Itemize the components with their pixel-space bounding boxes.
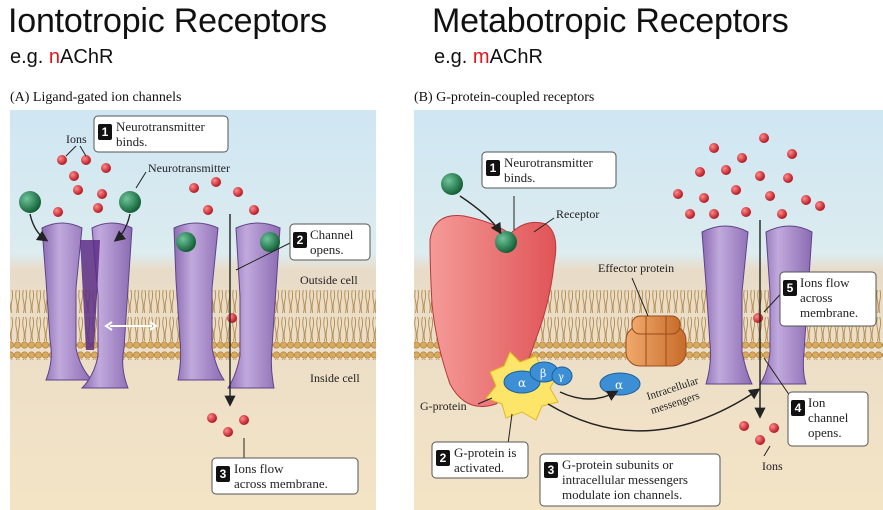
right-sub-rest: AChR xyxy=(489,46,543,68)
right-callout-4-line1: Ion xyxy=(808,395,826,410)
right-callout-2-line2: activated. xyxy=(454,460,504,475)
gamma-label: γ xyxy=(558,372,564,383)
left-panel-label: (A) Ligand-gated ion channels xyxy=(10,90,182,105)
right-subtitle: e.g. mAChR xyxy=(434,46,543,69)
left-subtitle: e.g. nAChR xyxy=(10,46,113,69)
left-ions xyxy=(53,155,259,437)
left-callout-3-line2: across membrane. xyxy=(234,476,328,491)
right-callout-5-num: 5 xyxy=(787,281,794,295)
right-callout-5-line3: membrane. xyxy=(800,305,858,320)
right-callout-4-line2: channel xyxy=(808,410,849,425)
left-callout-3: 3 Ions flow across membrane. xyxy=(211,457,359,495)
right-callout-2: 2 G-protein is activated. xyxy=(431,441,529,479)
right-panel: α β γ α xyxy=(414,110,883,510)
left-callout-1-num: 1 xyxy=(102,125,109,139)
right-callout-2-num: 2 xyxy=(440,451,447,465)
right-callout-4-num: 4 xyxy=(795,401,802,415)
right-title: Metabotropic Receptors xyxy=(432,2,789,40)
right-sub-prefix: e.g. xyxy=(434,46,473,68)
left-sub-rest: AChR xyxy=(60,46,114,68)
right-arrows xyxy=(459,195,791,457)
free-alpha-subunit: α xyxy=(599,372,641,396)
right-callout-1: 1 Neurotransmitter binds. xyxy=(481,151,617,189)
left-panel: Ions Neurotransmitter Outside cell Insid… xyxy=(10,110,376,510)
effector-protein xyxy=(625,315,687,367)
label-ions-right: Ions xyxy=(762,459,783,473)
right-callout-1-line2: binds. xyxy=(504,170,535,185)
right-callout-4-line3: opens. xyxy=(808,425,842,440)
left-callout-2: 2 Channel opens. xyxy=(289,223,371,261)
right-callout-5: 5 Ions flow across membrane. xyxy=(779,271,877,327)
right-panel-label: (B) G-protein-coupled receptors xyxy=(414,90,595,105)
left-callout-1-line2: binds. xyxy=(116,134,147,149)
left-ligands xyxy=(19,191,280,252)
right-callout-2-line1: G-protein is xyxy=(454,445,516,460)
left-callout-1-line1: Neurotransmitter xyxy=(116,119,205,134)
label-inside-cell: Inside cell xyxy=(310,371,360,385)
open-channel xyxy=(173,222,281,389)
alpha-label-free: α xyxy=(615,378,623,392)
label-outside-cell: Outside cell xyxy=(300,273,358,287)
left-callout-3-line1: Ions flow xyxy=(234,461,284,476)
right-callout-3-line2: intracellular messengers xyxy=(562,472,688,487)
label-ions-left: Ions xyxy=(66,132,87,146)
left-callout-1: 1 Neurotransmitter binds. xyxy=(93,115,229,153)
right-callout-5-line2: across xyxy=(800,290,833,305)
right-callout-4: 4 Ion channel opens. xyxy=(787,391,869,447)
label-receptor: Receptor xyxy=(556,207,599,221)
label-neurotransmitter: Neurotransmitter xyxy=(148,161,230,175)
closed-channel xyxy=(41,222,133,389)
alpha-label: α xyxy=(518,376,526,390)
right-callout-1-num: 1 xyxy=(490,161,497,175)
label-g-protein: G-protein xyxy=(420,399,467,413)
right-ligand-bound xyxy=(495,231,517,253)
right-ligand-free xyxy=(441,173,463,195)
left-callout-2-num: 2 xyxy=(297,233,304,247)
left-callout-2-line2: opens. xyxy=(310,242,344,257)
left-sub-highlight: n xyxy=(48,46,61,68)
right-callout-3-line1: G-protein subunits or xyxy=(562,457,674,472)
beta-label: β xyxy=(540,367,546,380)
right-callout-3-line3: modulate ion channels. xyxy=(562,487,682,502)
left-title: Iontotropic Receptors xyxy=(8,2,327,40)
left-arrows xyxy=(29,145,297,460)
right-ions xyxy=(673,133,825,445)
right-callout-3: 3 G-protein subunits or intracellular me… xyxy=(539,453,721,507)
right-callout-5-line1: Ions flow xyxy=(800,275,850,290)
left-sub-prefix: e.g. xyxy=(10,46,49,68)
left-callout-3-num: 3 xyxy=(220,467,227,481)
right-sub-highlight: m xyxy=(472,46,490,68)
label-effector-protein: Effector protein xyxy=(598,261,674,275)
right-callout-3-num: 3 xyxy=(548,463,555,477)
right-callout-1-line1: Neurotransmitter xyxy=(504,155,593,170)
g-protein-subunits: α β γ xyxy=(503,361,573,394)
left-callout-2-line1: Channel xyxy=(310,227,354,242)
